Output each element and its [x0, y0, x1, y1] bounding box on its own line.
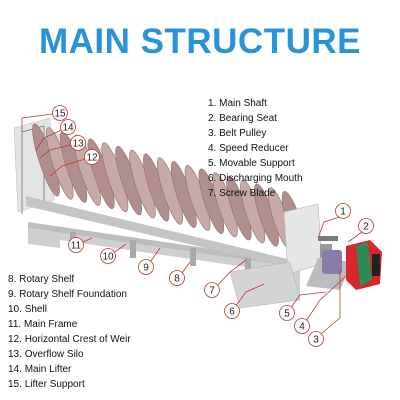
- callout-14: 14: [60, 119, 76, 135]
- svg-text:15: 15: [54, 109, 66, 120]
- legend-item: 7. Screw Blade: [208, 188, 276, 199]
- legend-left: 8. Rotary Shelf 9. Rotary Shelf Foundati…: [8, 272, 131, 392]
- callout-15: 15: [52, 105, 68, 121]
- callout-4: 4: [294, 318, 310, 334]
- svg-text:3: 3: [313, 335, 319, 346]
- callout-7: 7: [204, 282, 220, 298]
- svg-text:9: 9: [143, 263, 149, 274]
- legend-item: 15. Lifter Support: [8, 379, 85, 390]
- legend-right: 1. Main Shaft 2. Bearing Seat 3. Belt Pu…: [208, 96, 303, 201]
- legend-item: 2. Bearing Seat: [208, 113, 277, 124]
- svg-text:12: 12: [86, 153, 98, 164]
- callout-3: 3: [308, 331, 324, 347]
- legend-item: 13. Overflow Silo: [8, 349, 84, 360]
- shell-front: [26, 196, 300, 270]
- svg-text:4: 4: [299, 322, 305, 333]
- legend-item: 14. Main Lifter: [8, 364, 72, 375]
- callout-9: 9: [138, 259, 154, 275]
- main-shaft: [318, 236, 338, 241]
- callout-13: 13: [70, 135, 86, 151]
- screw-blades: [32, 123, 307, 253]
- callout-6: 6: [224, 303, 240, 319]
- svg-text:14: 14: [62, 123, 74, 134]
- svg-text:8: 8: [174, 274, 180, 285]
- main-frame-base: [28, 222, 300, 268]
- legend-item: 6. Discharging Mouth: [208, 173, 303, 184]
- svg-text:1: 1: [340, 207, 346, 218]
- svg-text:11: 11: [71, 241, 82, 252]
- legend-item: 5. Movable Support: [208, 158, 295, 169]
- svg-text:10: 10: [102, 252, 114, 263]
- svg-text:13: 13: [72, 139, 84, 150]
- callout-5: 5: [279, 305, 295, 321]
- legend-item: 8. Rotary Shelf: [8, 274, 75, 285]
- legend-item: 3. Belt Pulley: [208, 128, 267, 139]
- discharging-mouth-chute: [229, 261, 301, 309]
- legend-item: 12. Horizontal Crest of Weir: [8, 334, 131, 345]
- svg-text:7: 7: [209, 286, 215, 297]
- legend-item: 10. Shell: [8, 304, 47, 315]
- belt-pulley: [322, 250, 342, 274]
- callout-markers: 1 2 3 4 5 6 7 8 9 10 11 12 13 14 15: [52, 105, 374, 347]
- callout-2: 2: [358, 218, 374, 234]
- legend-item: 9. Rotary Shelf Foundation: [8, 289, 127, 300]
- page-title: MAIN STRUCTURE: [39, 22, 361, 61]
- callout-12: 12: [84, 149, 100, 165]
- legend-item: 1. Main Shaft: [208, 98, 267, 109]
- speed-reducer: [346, 240, 382, 290]
- svg-text:5: 5: [284, 309, 290, 320]
- callout-10: 10: [100, 248, 116, 264]
- callout-1: 1: [335, 203, 351, 219]
- svg-text:2: 2: [363, 222, 369, 233]
- callout-11: 11: [68, 237, 84, 253]
- legend-item: 11. Main Frame: [8, 319, 78, 330]
- legend-item: 4. Speed Reducer: [208, 143, 289, 154]
- callout-8: 8: [169, 270, 185, 286]
- svg-text:6: 6: [229, 307, 235, 318]
